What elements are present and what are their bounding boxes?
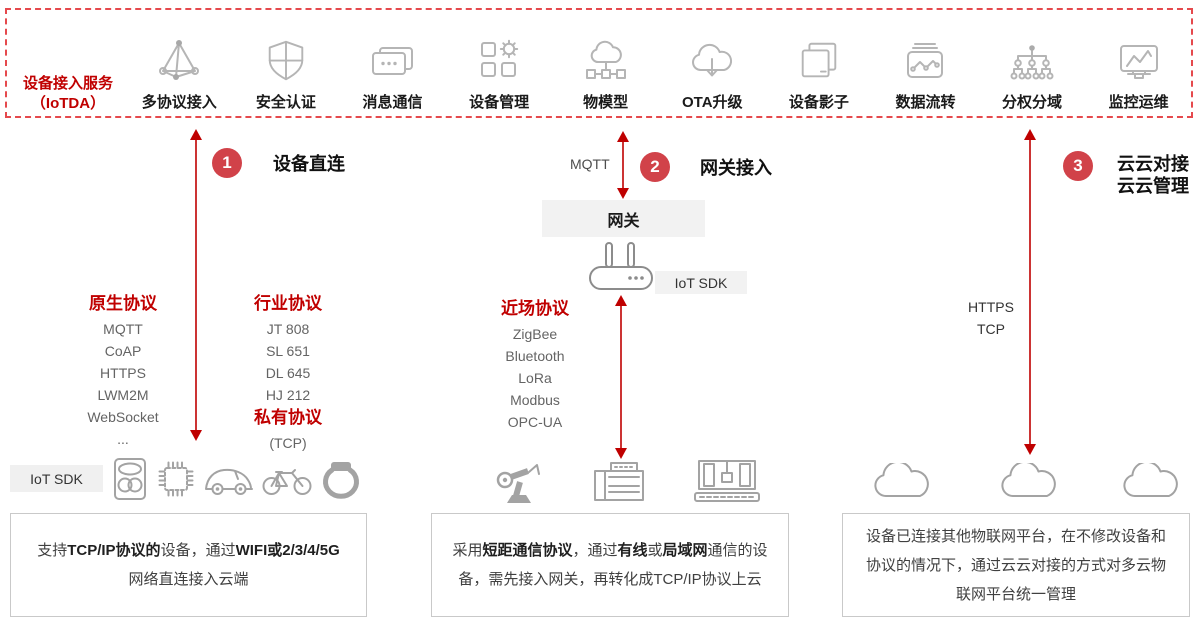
protocol-item: LWM2M bbox=[97, 387, 149, 403]
feature-label: 设备影子 bbox=[788, 94, 849, 111]
feature-label: 消息通信 bbox=[362, 94, 423, 111]
feature-thing-model: 物模型 bbox=[552, 16, 659, 114]
cloud-icon bbox=[874, 463, 929, 498]
protocol-item: DL 645 bbox=[265, 365, 311, 381]
iot-sdk-device-label: IoT SDK bbox=[10, 465, 103, 492]
mqtt-label: MQTT bbox=[570, 156, 610, 172]
cloud-access-description: 设备已连接其他物联网平台，在不修改设备和协议的情况下，通过云云对接的方式对多云物… bbox=[842, 513, 1190, 617]
mode-1-title: 设备直连 bbox=[273, 154, 345, 174]
protocol-item: HJ 212 bbox=[265, 387, 311, 403]
feature-device-shadow: 设备影子 bbox=[766, 16, 873, 114]
iot-sdk-gateway-label: IoT SDK bbox=[655, 271, 747, 294]
protocol-item: WebSocket bbox=[87, 409, 159, 425]
monitor-ops-icon bbox=[1115, 32, 1163, 84]
gateway-label: 网关 bbox=[607, 212, 640, 230]
ota-upgrade-icon bbox=[688, 32, 736, 84]
industrial-machine-icon bbox=[694, 460, 760, 502]
car-icon bbox=[205, 468, 253, 495]
router-icon bbox=[589, 242, 653, 290]
protocol-item: CoAP bbox=[104, 343, 142, 359]
mode-3-title-line1: 云云对接 bbox=[1117, 154, 1189, 174]
direct-access-description: 支持TCP/IP协议的设备，通过WIFI或2/3/4/5G网络直连接入云端 bbox=[10, 513, 367, 617]
thing-model-icon bbox=[582, 32, 630, 84]
mode-3-title-line2: 云云管理 bbox=[1117, 176, 1189, 196]
feature-label: 物模型 bbox=[583, 94, 629, 111]
description-text: 采用短距通信协议，通过有线或局域网通信的设备，需先接入网关，再转化成TCP/IP… bbox=[452, 542, 768, 588]
feature-label: OTA升级 bbox=[681, 94, 743, 111]
protocol-item: SL 651 bbox=[266, 343, 310, 359]
feature-security-auth: 安全认证 bbox=[233, 16, 340, 114]
service-name-line1: 设备接入服务 bbox=[22, 75, 113, 92]
native-protocol-title: 原生协议 bbox=[89, 294, 157, 313]
native-protocol-group: 原生协议 MQTT CoAP HTTPS LWM2M WebSocket ... bbox=[58, 292, 188, 450]
protocol-item: ... bbox=[117, 431, 129, 447]
smart-band-icon bbox=[323, 462, 359, 499]
iotda-service-box bbox=[5, 8, 1193, 118]
cloud-icon bbox=[1001, 463, 1056, 498]
description-text: 设备已连接其他物联网平台，在不修改设备和协议的情况下，通过云云对接的方式对多云物… bbox=[865, 527, 1166, 603]
direct-device-icons bbox=[112, 456, 362, 502]
security-auth-icon bbox=[263, 32, 309, 84]
device-shadow-icon bbox=[796, 32, 842, 84]
multi-protocol-access-icon bbox=[155, 32, 203, 84]
protocol-item: Bluetooth bbox=[505, 348, 565, 364]
protocol-item: Modbus bbox=[510, 392, 560, 408]
printer-icon bbox=[594, 462, 644, 501]
feature-multi-protocol: 多协议接入 bbox=[126, 16, 233, 114]
near-field-protocol-title: 近场协议 bbox=[501, 299, 569, 318]
protocol-item: MQTT bbox=[103, 321, 143, 337]
mode-1-number: 1 bbox=[222, 153, 232, 172]
mode-3-badge: 3 bbox=[1063, 151, 1093, 181]
feature-ota: OTA升级 bbox=[659, 16, 766, 114]
feature-label: 设备管理 bbox=[469, 94, 530, 111]
protocol-item: OPC-UA bbox=[507, 414, 563, 430]
protocol-item: TCP bbox=[977, 321, 1005, 337]
protocol-item: LoRa bbox=[518, 370, 552, 386]
protocol-item: ZigBee bbox=[512, 326, 558, 342]
mode-2-title: 网关接入 bbox=[700, 158, 772, 178]
service-name-line2: （IoTDA） bbox=[30, 95, 106, 112]
feature-label: 分权分域 bbox=[1002, 94, 1063, 111]
gateway-access-description: 采用短距通信协议，通过有线或局域网通信的设备，需先接入网关，再转化成TCP/IP… bbox=[431, 513, 789, 617]
iotda-service-label: 设备接入服务 （IoTDA） bbox=[8, 74, 128, 114]
message-communication-icon bbox=[368, 32, 416, 84]
gateway-box: 网关 bbox=[542, 200, 705, 237]
cloud-protocol-group: HTTPS TCP bbox=[941, 296, 1041, 340]
feature-label: 监控运维 bbox=[1108, 94, 1169, 111]
protocol-item: HTTPS bbox=[968, 299, 1014, 315]
chip-icon bbox=[158, 461, 194, 497]
feature-message: 消息通信 bbox=[339, 16, 446, 114]
mode-3-title: 云云对接 云云管理 bbox=[1117, 153, 1189, 197]
cloud-icon bbox=[1123, 463, 1178, 498]
feature-list: 多协议接入 安全认证 消息通信 bbox=[126, 16, 1192, 114]
feature-data-flow: 数据流转 bbox=[872, 16, 979, 114]
feature-monitor: 监控运维 bbox=[1085, 16, 1192, 114]
power-meter-icon bbox=[114, 458, 146, 500]
protocol-item: (TCP) bbox=[269, 435, 307, 451]
mode-1-badge: 1 bbox=[212, 148, 242, 178]
bicycle-icon bbox=[262, 469, 312, 495]
feature-label: 数据流转 bbox=[895, 94, 956, 111]
private-protocol-title: 私有协议 bbox=[254, 408, 322, 427]
device-management-icon bbox=[475, 32, 523, 84]
industry-protocol-title: 行业协议 bbox=[254, 294, 322, 313]
mode-2-badge: 2 bbox=[640, 152, 670, 182]
permission-domain-icon bbox=[1008, 32, 1056, 84]
mode-3-number: 3 bbox=[1073, 156, 1083, 175]
near-field-protocol-group: 近场协议 ZigBee Bluetooth LoRa Modbus OPC-UA bbox=[473, 297, 597, 433]
feature-permission: 分权分域 bbox=[979, 16, 1086, 114]
protocol-item: JT 808 bbox=[266, 321, 310, 337]
feature-label: 安全认证 bbox=[255, 94, 316, 111]
robot-arm-icon bbox=[496, 464, 540, 503]
mode-2-number: 2 bbox=[650, 157, 660, 176]
description-text: 支持TCP/IP协议的设备，通过WIFI或2/3/4/5G网络直连接入云端 bbox=[37, 542, 340, 588]
feature-label: 多协议接入 bbox=[141, 94, 217, 111]
data-flow-icon bbox=[901, 32, 949, 84]
industry-protocol-group: 行业协议 JT 808 SL 651 DL 645 HJ 212 私有协议 (T… bbox=[226, 292, 350, 454]
feature-device-mgmt: 设备管理 bbox=[446, 16, 553, 114]
protocol-item: HTTPS bbox=[100, 365, 146, 381]
